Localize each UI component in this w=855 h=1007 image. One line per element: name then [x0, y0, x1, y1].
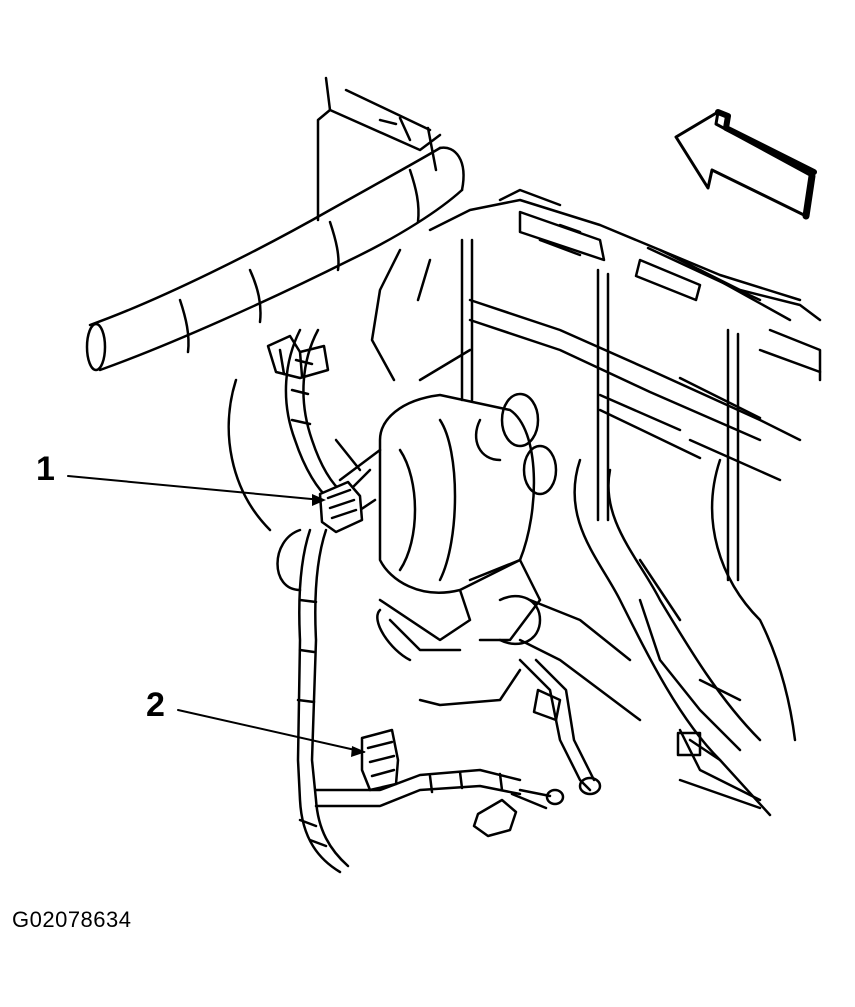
wiring-harness: [278, 330, 521, 872]
leader-arrowhead-1: [312, 494, 326, 506]
coolant-hose: [87, 148, 463, 370]
callout-leaders: [68, 476, 364, 752]
engine-block: [430, 190, 820, 815]
wheel-arch: [229, 250, 470, 530]
connector-2: [362, 730, 398, 790]
leader-line-1: [68, 476, 322, 500]
ground-cable: [420, 660, 600, 794]
leader-line-2: [178, 710, 364, 752]
callout-label-1: 1: [36, 450, 55, 488]
harness-rods: [462, 240, 738, 580]
callout-label-2: 2: [146, 686, 165, 724]
bolt-icon: [474, 790, 563, 836]
leader-arrowhead-2: [351, 746, 366, 757]
harness-clip: [268, 336, 328, 378]
body-panel: [318, 78, 440, 220]
figure-id: G02078634: [12, 907, 132, 932]
direction-arrow-icon: [676, 112, 814, 216]
connector-1: [320, 482, 362, 532]
